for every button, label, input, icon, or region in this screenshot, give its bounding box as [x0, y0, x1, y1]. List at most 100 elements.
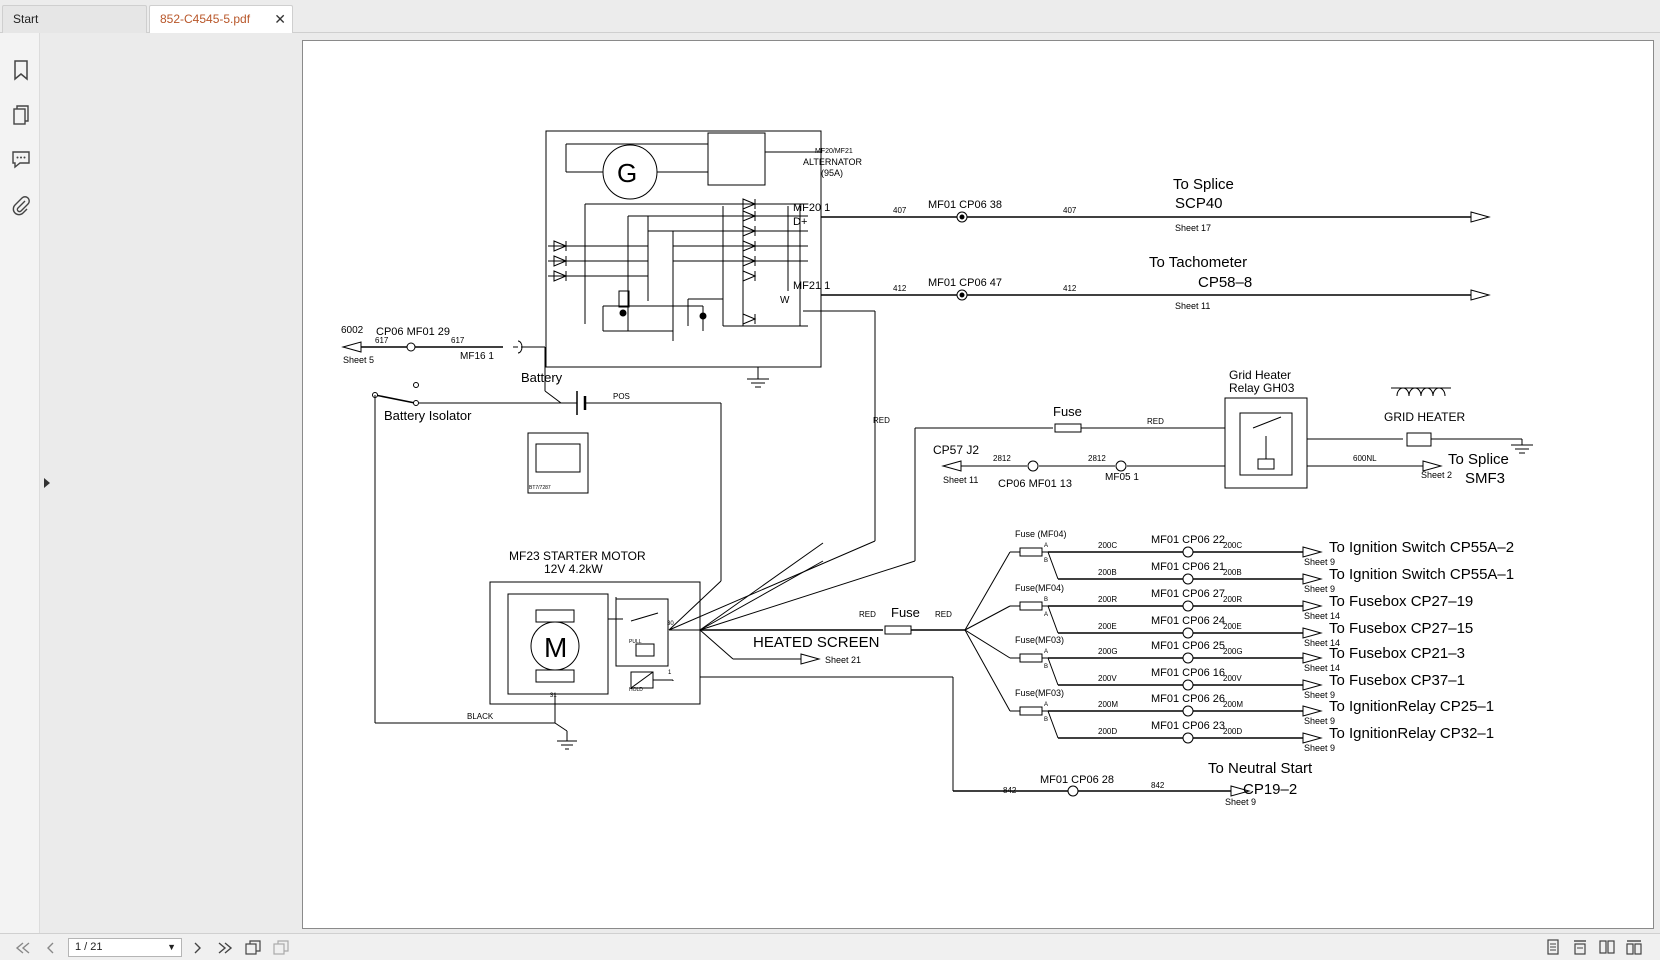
isolator-label: Battery Isolator: [384, 408, 472, 423]
d-plus-label: D+: [793, 216, 807, 228]
sheet-reference: Sheet 9: [1304, 557, 1335, 567]
wire-number: 200E: [1098, 622, 1117, 631]
sheet-reference: Sheet 14: [1304, 638, 1340, 648]
wire-number: 200V: [1098, 674, 1117, 683]
sheet5: Sheet 5: [343, 355, 374, 365]
last-page-icon[interactable]: [216, 939, 234, 957]
destination-label: To Fusebox CP27–15: [1329, 620, 1473, 637]
generator-letter: G: [617, 158, 637, 188]
mf21-label: MF21 1: [793, 280, 830, 292]
sheet11b: Sheet 11: [943, 475, 978, 485]
diode-symbol: [742, 313, 757, 325]
destination-label: To Fusebox CP27–19: [1329, 593, 1473, 610]
wire-842b: 842: [1151, 781, 1165, 790]
terminal-1: 1: [668, 670, 672, 676]
schematic-drawing: MF20/MF21 ALTERNATOR (95A) G MF20 1 D+ M…: [341, 130, 1533, 807]
neutral-start-ref: CP19–2: [1243, 781, 1297, 798]
destination-label: To Ignition Switch CP55A–1: [1329, 566, 1514, 583]
output-row: [1058, 732, 1323, 744]
starter-rating: 12V 4.2kW: [544, 562, 603, 576]
connector-label: MF01 CP06 21: [1151, 561, 1225, 573]
fuse-symbol: [1019, 547, 1043, 557]
diode-symbol: [553, 270, 568, 282]
wire-number: 200B: [1223, 568, 1242, 577]
fuse-group-label: Fuse(MF03): [1015, 688, 1064, 698]
fuse-top-label: Fuse: [1053, 404, 1082, 419]
red-left-label: RED: [859, 610, 876, 619]
bookmark-icon[interactable]: [10, 59, 32, 81]
paste-page-icon[interactable]: [272, 939, 290, 957]
diode-symbol: [553, 240, 568, 252]
page-number-select[interactable]: 1 / 21 ▼: [68, 938, 182, 957]
alternator-rating: (95A): [821, 168, 843, 178]
output-row: [1048, 705, 1323, 717]
wire-number: 200C: [1223, 541, 1242, 550]
wire-number: 200E: [1223, 622, 1242, 631]
connector-412: MF01 CP06 47: [928, 277, 1002, 289]
single-page-view-icon[interactable]: [1545, 939, 1563, 957]
close-icon[interactable]: ✕: [274, 11, 286, 27]
alternator-ref: MF20/MF21: [815, 148, 853, 155]
output-row: [1048, 652, 1323, 664]
navigation-panel: [40, 33, 302, 933]
two-page-continuous-icon[interactable]: [1626, 939, 1644, 957]
fuse-pin-label: B: [1044, 717, 1048, 723]
regulator-box: [707, 132, 766, 186]
starter-title: MF23 STARTER MOTOR: [509, 549, 646, 563]
wire-number: 200B: [1098, 568, 1117, 577]
tachometer-ref: CP58–8: [1198, 274, 1252, 291]
sheet-reference: Sheet 9: [1304, 690, 1335, 700]
terminal-31: 31: [550, 693, 557, 699]
battery-label: Battery: [521, 370, 563, 385]
two-page-view-icon[interactable]: [1599, 939, 1617, 957]
mf20-label: MF20 1: [793, 202, 830, 214]
neutral-start-to: To Neutral Start: [1208, 760, 1313, 777]
prev-page-icon[interactable]: [42, 939, 60, 957]
connector-label: MF01 CP06 24: [1151, 615, 1225, 627]
copy-page-icon[interactable]: [244, 939, 262, 957]
comment-icon[interactable]: [10, 148, 32, 170]
diode-symbol: [742, 270, 757, 282]
next-page-icon[interactable]: [188, 939, 206, 957]
wire-600nl: 600NL: [1353, 454, 1377, 463]
fuse-pin-label: B: [1044, 597, 1048, 603]
chevron-down-icon: ▼: [167, 942, 176, 952]
sidebar-toolbar: [0, 33, 40, 933]
continuous-view-icon[interactable]: [1572, 939, 1590, 957]
attachment-icon[interactable]: [10, 195, 32, 217]
wire-407a: 407: [893, 206, 907, 215]
mf05-label: MF05 1: [1105, 472, 1139, 483]
diode-symbol: [742, 240, 757, 252]
diode-symbol: [553, 255, 568, 267]
red-top-label: RED: [1147, 417, 1164, 426]
wire-number: 200D: [1223, 727, 1242, 736]
relay-title: Grid Heater: [1229, 368, 1291, 382]
connector-842: MF01 CP06 28: [1040, 774, 1114, 786]
diode-symbol: [742, 210, 757, 222]
fuse-pin-label: A: [1044, 702, 1048, 708]
connector-cp06-13: CP06 MF01 13: [998, 478, 1072, 490]
output-row: [1048, 600, 1323, 612]
tab-pdf-document[interactable]: 852-C4545-5.pdf ✕: [149, 5, 293, 33]
tab-start[interactable]: Start: [2, 5, 147, 33]
tab-label: 852-C4545-5.pdf: [160, 12, 251, 26]
wire-407b: 407: [1063, 206, 1077, 215]
sheet-reference: Sheet 9: [1304, 743, 1335, 753]
first-page-icon[interactable]: [14, 939, 32, 957]
red-wire-label: RED: [873, 416, 890, 425]
tab-bar: Start 852-C4545-5.pdf ✕: [0, 0, 1660, 33]
wire-number: 200R: [1223, 595, 1242, 604]
relay-name: Relay GH03: [1229, 381, 1295, 395]
motor-letter: M: [544, 632, 567, 663]
destination-label: To Fusebox CP37–1: [1329, 672, 1465, 689]
expand-panel-icon[interactable]: [42, 476, 52, 490]
output-row: [1058, 573, 1323, 585]
pages-icon[interactable]: [10, 104, 32, 126]
mf16-label: MF16 1: [460, 351, 494, 362]
destination-label: To Ignition Switch CP55A–2: [1329, 539, 1514, 556]
sheet-reference: Sheet 9: [1304, 584, 1335, 594]
alternator-box: [545, 130, 822, 368]
sheet11a: Sheet 11: [1175, 301, 1210, 311]
connector-407: MF01 CP06 38: [928, 199, 1002, 211]
page-indicator: 1 / 21: [75, 941, 103, 953]
